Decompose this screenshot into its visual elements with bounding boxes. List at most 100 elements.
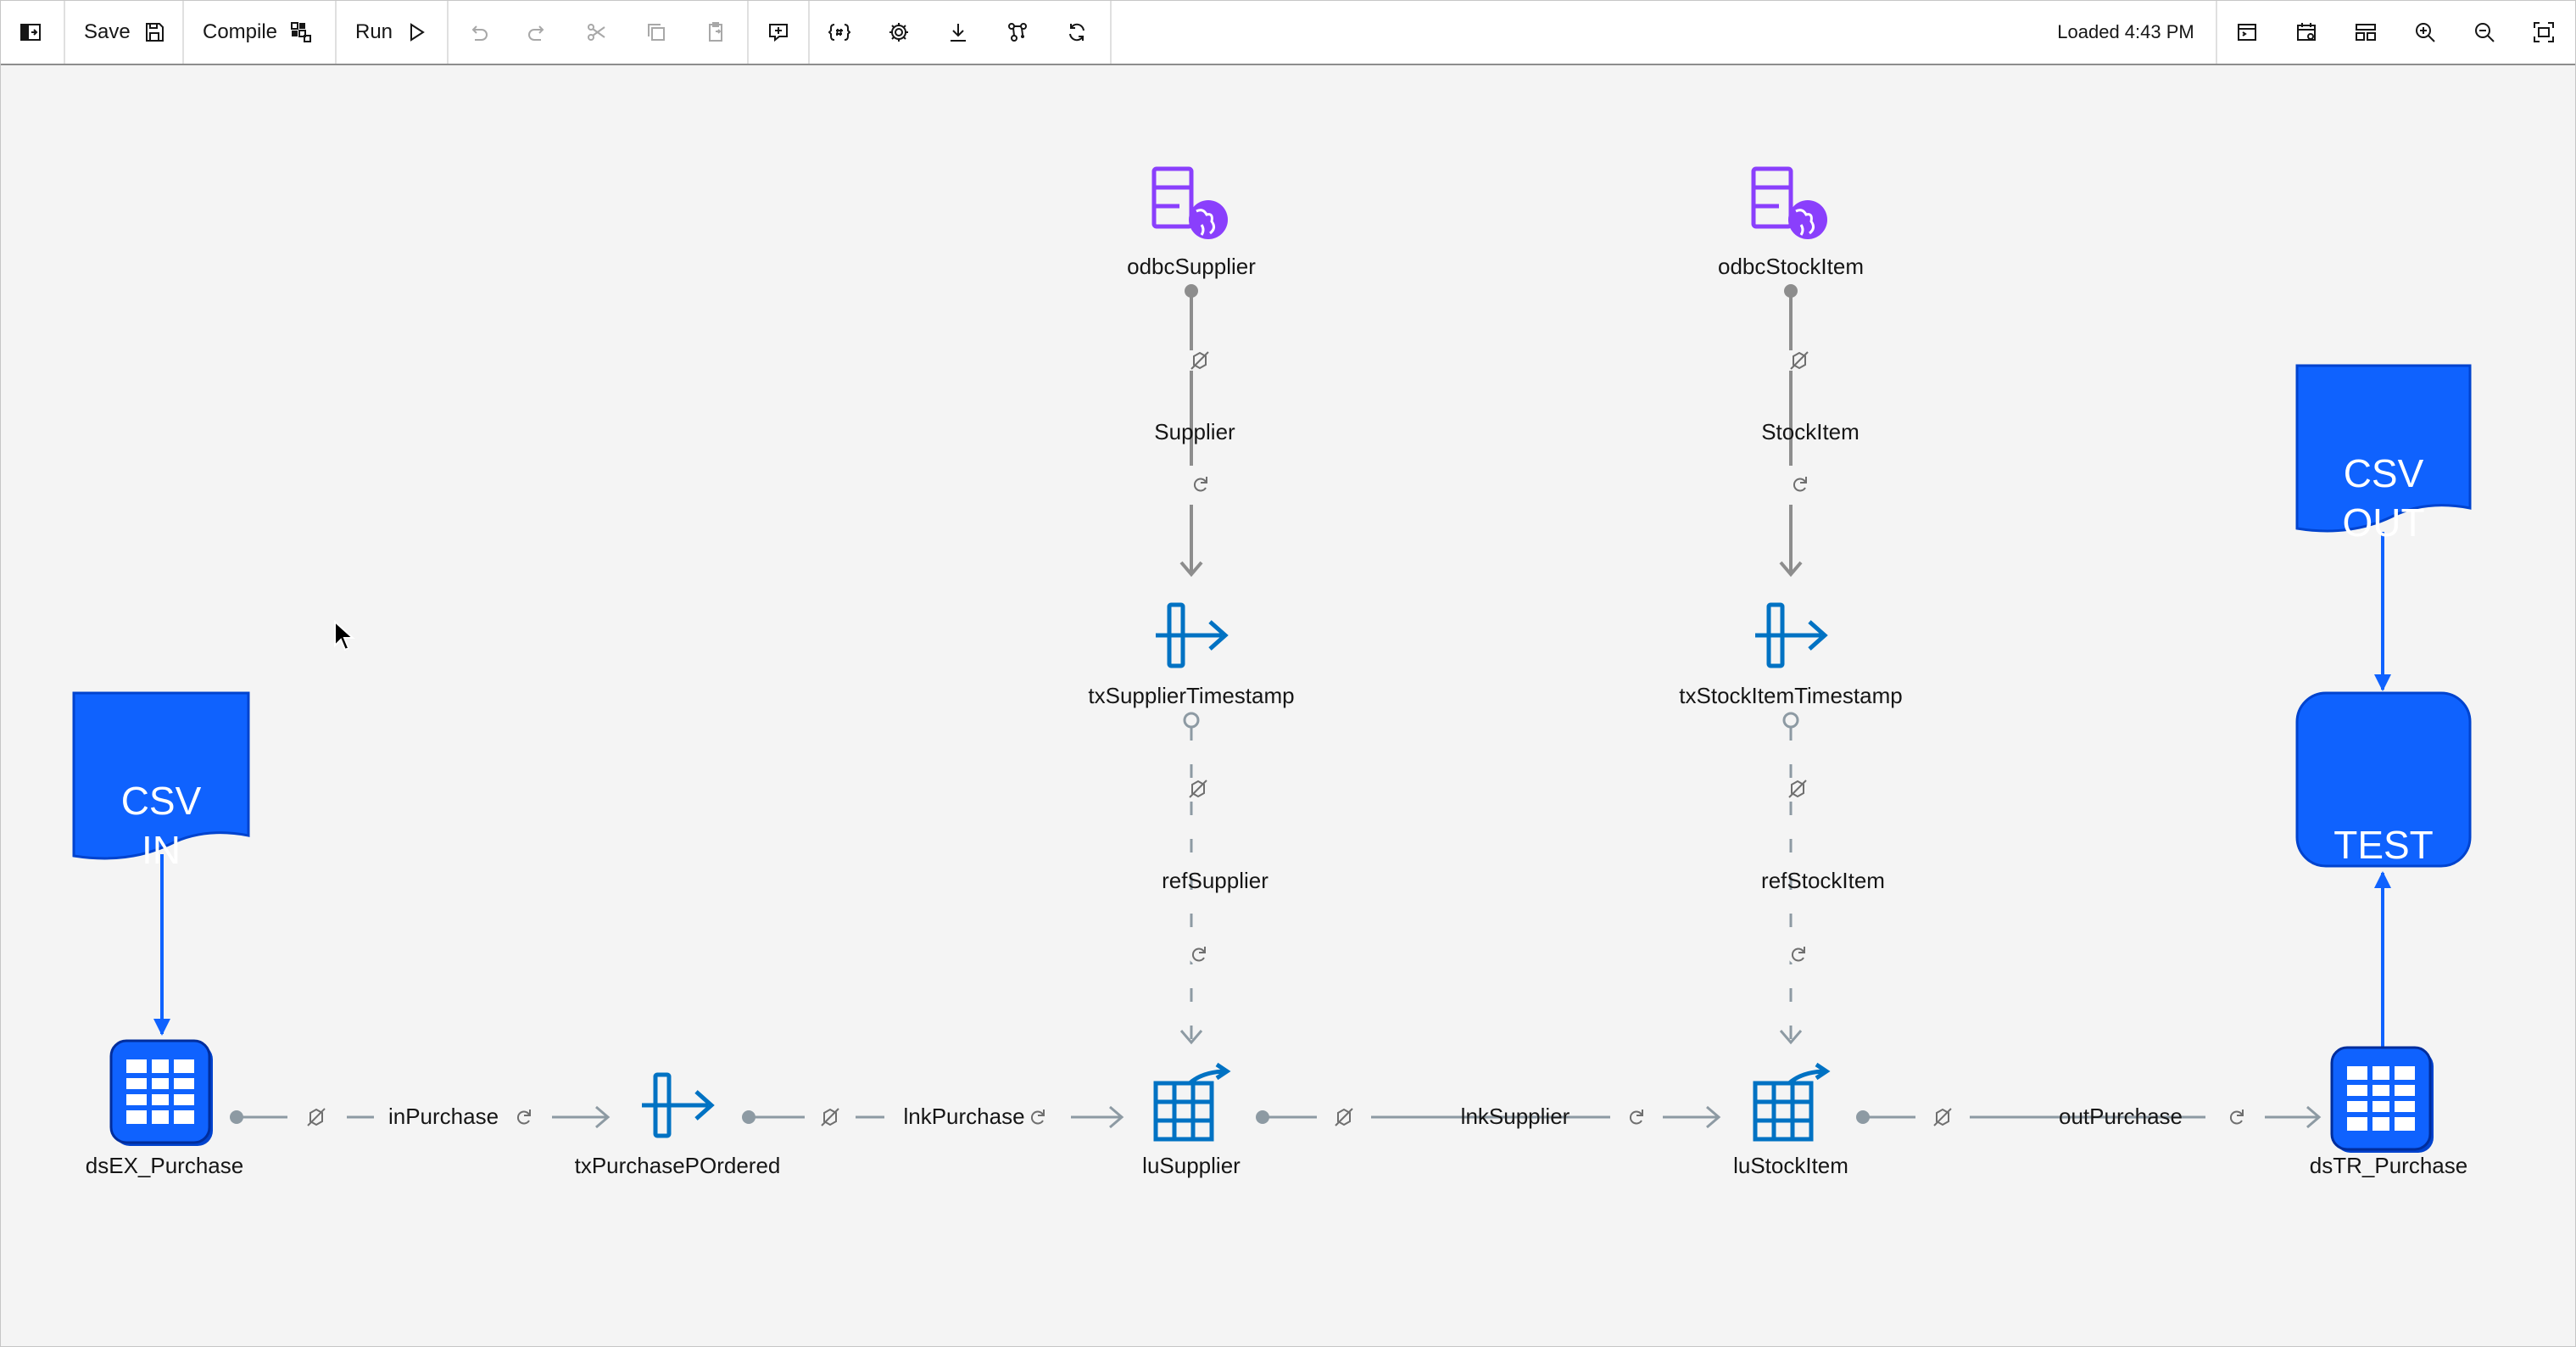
lookup-stage-icon[interactable] xyxy=(1153,1062,1231,1142)
comment-add-icon xyxy=(769,24,788,42)
test-annotation-shape[interactable] xyxy=(2295,691,2472,868)
link-label-ref-stock-item[interactable]: refStockItem xyxy=(1761,868,1885,893)
run-label: Run xyxy=(355,20,393,43)
stage-label-tx-stock-item-timestamp[interactable]: txStockItemTimestamp xyxy=(1679,683,1903,708)
stage-label-tx-supplier-timestamp[interactable]: txSupplierTimestamp xyxy=(1088,683,1295,708)
toolbar: Save Compile xyxy=(1,1,2575,65)
link-refresh-icon[interactable] xyxy=(1787,944,1808,964)
scissors-icon xyxy=(588,24,605,41)
refresh-button[interactable] xyxy=(1047,1,1107,64)
redo-icon xyxy=(528,25,544,41)
link-label-stock-item[interactable]: StockItem xyxy=(1761,419,1860,444)
transform-disabled-icon[interactable] xyxy=(1189,780,1207,798)
download-button[interactable] xyxy=(928,1,988,64)
settings-button[interactable] xyxy=(869,1,928,64)
undo-button[interactable] xyxy=(449,1,508,64)
refresh-icon xyxy=(1069,23,1084,42)
fit-screen-icon xyxy=(2534,22,2554,42)
csv-in-line-2: IN xyxy=(142,828,181,872)
stage-label-lu-stock-item[interactable]: luStockItem xyxy=(1733,1153,1848,1178)
csv-in-line-1: CSV xyxy=(120,779,202,823)
save-label: Save xyxy=(84,20,131,43)
ref-supplier-link[interactable] xyxy=(1179,712,1208,1045)
stage-label-tx-purchase-pordered[interactable]: txPurchasePOrdered xyxy=(574,1153,781,1178)
odbc-connector-icon[interactable] xyxy=(1751,166,1827,239)
csv-in-document-shape[interactable] xyxy=(72,691,250,860)
gear-icon xyxy=(889,23,908,42)
zoom-in-icon xyxy=(2416,23,2435,42)
play-icon xyxy=(410,23,425,42)
parameters-button[interactable] xyxy=(810,1,869,64)
arrange-layout-button[interactable] xyxy=(2336,1,2395,64)
run-button[interactable]: Run xyxy=(337,1,447,64)
lookup-stage-icon[interactable] xyxy=(1753,1062,1831,1142)
csv-out-line-2: OUT xyxy=(2342,500,2425,545)
stage-label-odbc-stock-item[interactable]: odbcStockItem xyxy=(1718,254,1864,279)
link-label-out-purchase[interactable]: outPurchase xyxy=(2059,1104,2183,1129)
transformer-stage-icon[interactable] xyxy=(1156,602,1229,668)
transform-disabled-icon[interactable] xyxy=(307,1108,326,1126)
panel-open-icon xyxy=(2238,24,2256,41)
out-purchase-link[interactable] xyxy=(1856,1105,2322,1129)
cut-button[interactable] xyxy=(567,1,627,64)
loaded-status: Loaded 4:43 PM xyxy=(2057,21,2194,42)
csv-out-document-shape[interactable] xyxy=(2295,364,2472,533)
compile-icon xyxy=(291,22,312,42)
compile-label: Compile xyxy=(203,20,278,43)
fit-to-screen-button[interactable] xyxy=(2514,1,2573,64)
link-refresh-icon[interactable] xyxy=(517,1109,531,1125)
add-comment-button[interactable] xyxy=(749,1,808,64)
link-refresh-icon[interactable] xyxy=(1630,1109,1643,1125)
transform-disabled-icon[interactable] xyxy=(1933,1108,1952,1126)
lnk-supplier-link[interactable] xyxy=(1256,1105,1721,1129)
toggle-palette-button[interactable] xyxy=(1,1,60,64)
copy-button[interactable] xyxy=(627,1,686,64)
copy-icon xyxy=(648,24,665,41)
zoom-in-button[interactable] xyxy=(2395,1,2455,64)
stage-label-lu-supplier[interactable]: luSupplier xyxy=(1142,1153,1241,1178)
transformer-stage-icon[interactable] xyxy=(642,1072,715,1138)
link-label-in-purchase[interactable]: inPurchase xyxy=(388,1104,499,1129)
link-label-lnk-supplier[interactable]: lnkSupplier xyxy=(1460,1104,1570,1129)
link-label-lnk-purchase[interactable]: lnkPurchase xyxy=(903,1104,1025,1129)
link-label-ref-supplier[interactable]: refSupplier xyxy=(1162,868,1268,893)
compile-button[interactable]: Compile xyxy=(184,1,332,64)
link-refresh-icon[interactable] xyxy=(2230,1109,2244,1125)
lineage-button[interactable] xyxy=(988,1,1047,64)
link-refresh-icon[interactable] xyxy=(1031,1109,1045,1125)
in-purchase-link[interactable] xyxy=(230,1105,611,1129)
link-label-supplier[interactable]: Supplier xyxy=(1154,419,1235,444)
transform-disabled-icon[interactable] xyxy=(1788,780,1807,798)
transformer-stage-icon[interactable] xyxy=(1755,602,1828,668)
paste-icon xyxy=(709,22,722,42)
stockitem-link[interactable] xyxy=(1779,284,1809,578)
mouse-pointer-icon xyxy=(334,620,355,651)
transform-disabled-icon[interactable] xyxy=(821,1108,839,1126)
supplier-link[interactable] xyxy=(1179,284,1209,578)
flow-canvas[interactable]: CSV IN CSV OUT TEST odbcSupplier odbcSto… xyxy=(1,65,2575,1346)
transform-disabled-icon[interactable] xyxy=(1190,351,1209,370)
odbc-connector-icon[interactable] xyxy=(1151,166,1228,239)
side-panel-icon xyxy=(20,24,41,41)
csv-in-label: CSV IN xyxy=(74,776,248,875)
lnk-purchase-link[interactable] xyxy=(742,1105,1124,1129)
paste-button[interactable] xyxy=(686,1,745,64)
redo-button[interactable] xyxy=(508,1,567,64)
links-layer xyxy=(72,166,2472,1153)
link-refresh-icon[interactable] xyxy=(1194,477,1207,492)
link-refresh-icon[interactable] xyxy=(1793,477,1807,492)
transform-disabled-icon[interactable] xyxy=(1335,1108,1353,1126)
save-button[interactable]: Save xyxy=(65,1,185,64)
transform-disabled-icon[interactable] xyxy=(1790,351,1809,370)
ref-stockitem-link[interactable] xyxy=(1779,712,1808,1045)
zoom-out-button[interactable] xyxy=(2455,1,2514,64)
open-panel-button[interactable] xyxy=(2217,1,2277,64)
stage-label-odbc-supplier[interactable]: odbcSupplier xyxy=(1127,254,1256,279)
dataset-stage-icon[interactable] xyxy=(2330,1046,2434,1153)
schedule-button[interactable] xyxy=(2277,1,2336,64)
dataset-stage-icon[interactable] xyxy=(109,1039,213,1146)
link-refresh-icon[interactable] xyxy=(1188,944,1208,964)
stage-label-ds-ex-purchase[interactable]: dsEX_Purchase xyxy=(85,1153,244,1178)
stage-label-ds-tr-purchase[interactable]: dsTR_Purchase xyxy=(2309,1153,2468,1178)
